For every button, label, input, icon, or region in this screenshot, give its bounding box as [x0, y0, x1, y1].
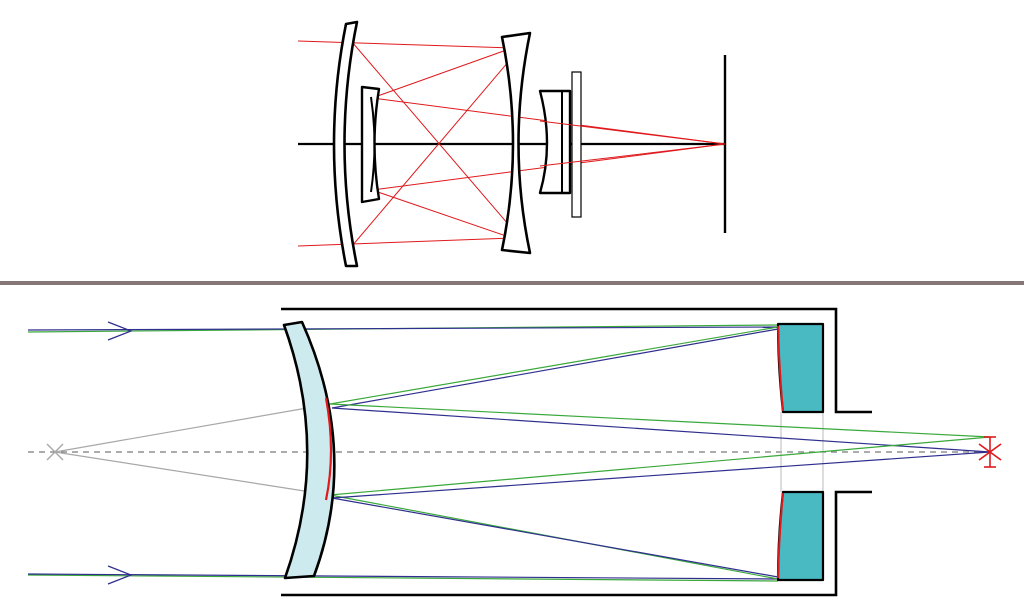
focus-asterisk-icon	[978, 436, 1002, 468]
incoming-blue-top	[27, 326, 779, 331]
secondary-element-outer	[360, 85, 381, 204]
primary-to-secondary-rays	[329, 326, 779, 580]
panel-divider	[0, 281, 1024, 285]
ray-lower-in	[297, 237, 513, 247]
primary-mirror-upper	[776, 322, 825, 414]
top-red-rays-front	[539, 120, 726, 167]
secondary-to-focus-rays	[329, 403, 991, 499]
corrector-meniscus	[282, 320, 336, 580]
virtual-ray-upper	[54, 403, 331, 453]
bottom-panel	[27, 307, 1002, 597]
ray-lower-through	[539, 143, 726, 167]
ray-cross-b	[351, 47, 521, 247]
top-panel	[297, 20, 727, 268]
incoming-rays	[27, 324, 779, 582]
ray-lower-reflect	[371, 189, 513, 239]
ray-upper-reflect	[371, 47, 513, 99]
incoming-green-bottom	[27, 574, 779, 582]
incoming-blue-bottom	[27, 573, 779, 580]
primary-mirror-lower	[776, 490, 825, 582]
ray-cross-a	[351, 41, 521, 239]
tube-upper-wall	[281, 307, 872, 414]
field-lens-group	[538, 89, 572, 195]
ray-upper-through	[539, 120, 726, 145]
ray-upper-in	[297, 40, 513, 49]
secondary-mirror-coating	[324, 397, 333, 501]
x-mark-icon	[46, 443, 64, 461]
secondary-element-inner	[370, 96, 376, 193]
arrow-head-icon	[107, 321, 133, 341]
tube-lower-wall	[281, 490, 872, 597]
primary-meniscus-lens	[500, 31, 532, 255]
primary-mirror-upper-coating	[777, 325, 784, 412]
virtual-rays	[54, 403, 331, 496]
virtual-ray-lower	[54, 451, 331, 496]
arrow-head-icon	[107, 565, 133, 585]
front-meniscus-lens	[332, 20, 359, 268]
primary-mirror-lower-coating	[777, 492, 784, 579]
filter-window	[571, 71, 582, 218]
